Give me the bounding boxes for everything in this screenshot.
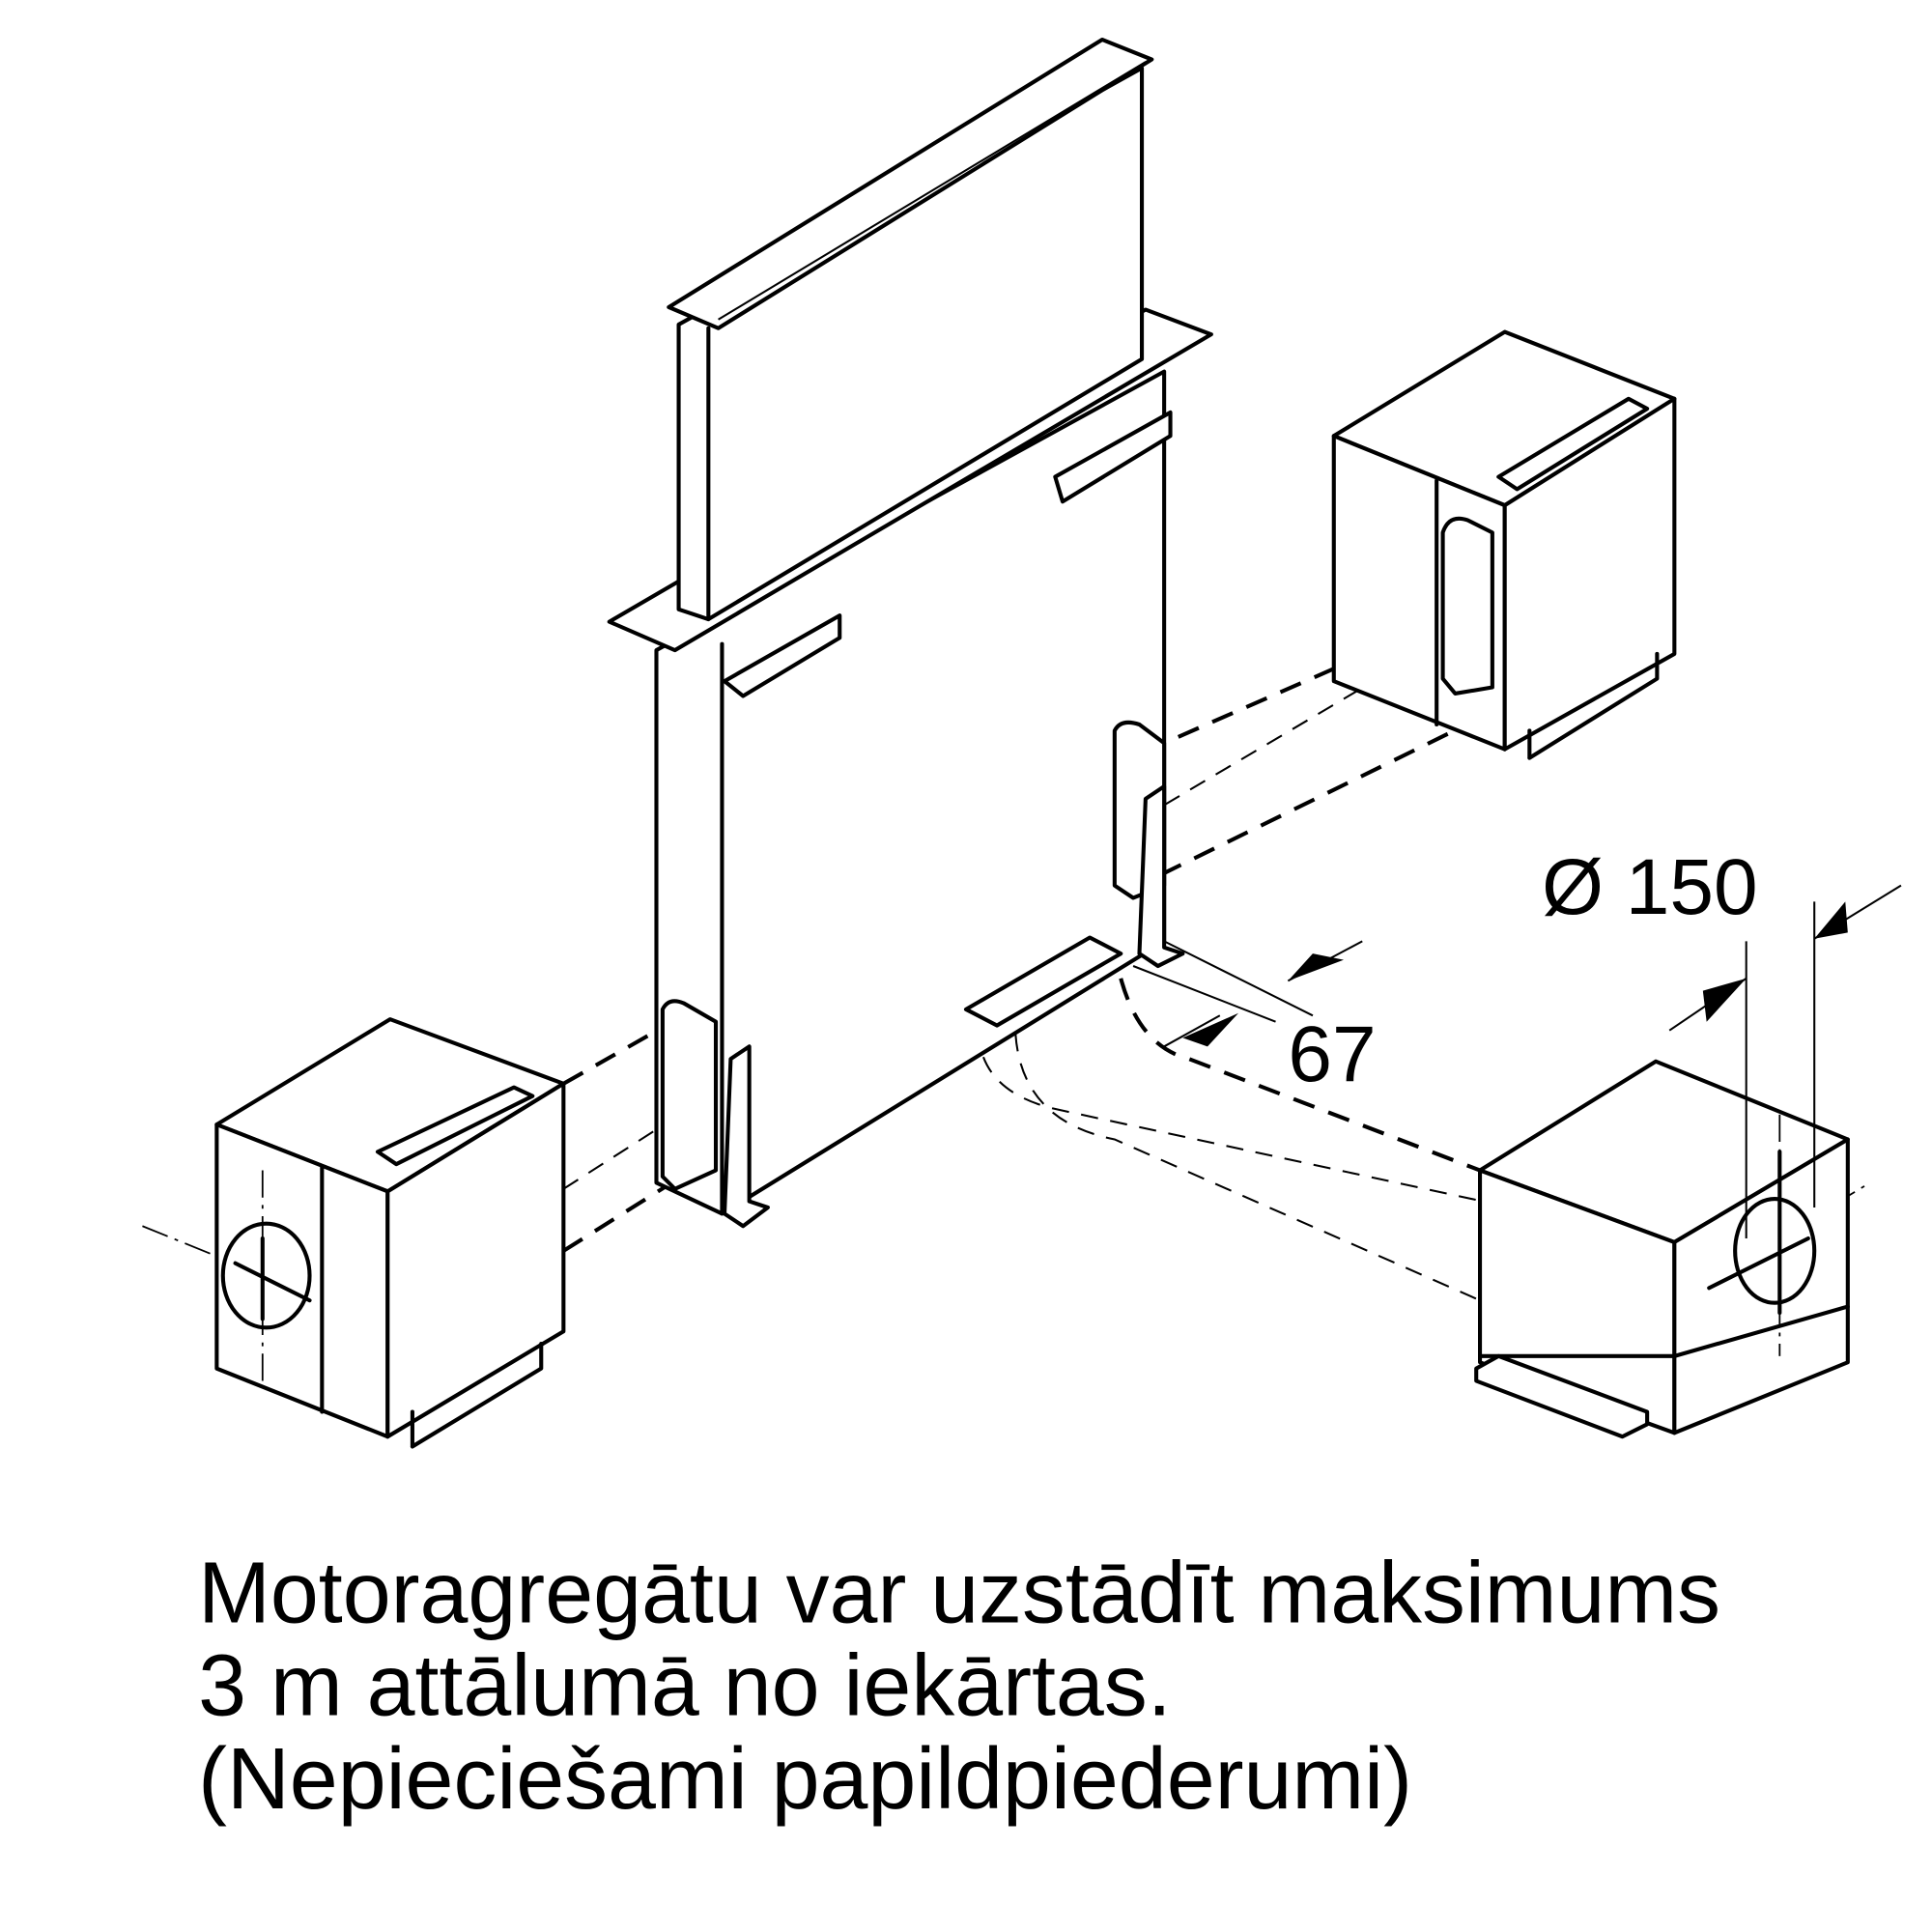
dimension-diameter-150: Ø 150 xyxy=(1542,843,1902,1239)
dimension-67-label: 67 xyxy=(1288,1010,1376,1098)
dimension-diameter-label: Ø 150 xyxy=(1542,843,1758,931)
caption: Motoragregātu var uzstādīt maksimums 3 m… xyxy=(198,1545,1720,1827)
motor-unit-top-right xyxy=(1331,329,1677,760)
caption-line-2: 3 m attālumā no iekārtas. xyxy=(198,1638,1172,1735)
downdraft-hood xyxy=(607,37,1213,1229)
dimension-67: 67 xyxy=(1132,940,1377,1098)
motor-unit-bottom-right xyxy=(1474,1059,1850,1439)
motor-unit-left xyxy=(214,1017,566,1449)
caption-line-1: Motoragregātu var uzstādīt maksimums xyxy=(198,1545,1720,1641)
caption-line-3: (Nepieciešami papildpiederumi) xyxy=(198,1731,1412,1828)
